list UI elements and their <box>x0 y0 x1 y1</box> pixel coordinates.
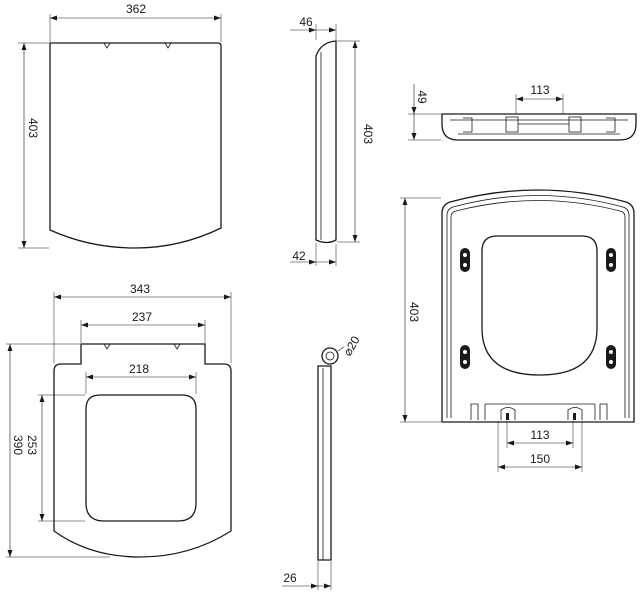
rear-outline <box>441 113 637 141</box>
seat-opening <box>85 394 197 522</box>
hinge-diameter-label: ⌀20 <box>340 333 363 358</box>
buffer-bottom-left <box>460 345 470 369</box>
side-height-label: 403 <box>361 124 375 144</box>
dim-side-bottom-thickness: 42 <box>290 243 337 266</box>
bottom-hinge-spacing-label: 113 <box>530 428 549 442</box>
cover-outline <box>49 42 222 249</box>
dim-seat-opening-length: 253 <box>25 394 85 522</box>
seat-opening-width-label: 218 <box>129 362 149 376</box>
dim-bottom-rear-width: 150 <box>497 421 583 472</box>
cover-top-view <box>49 42 222 249</box>
dim-cover-height: 403 <box>18 42 49 249</box>
cover-width-label: 362 <box>126 2 146 16</box>
rear-hinge-spacing-label: 113 <box>530 83 549 97</box>
dim-seat-hinge-width: 237 <box>80 310 206 343</box>
dim-seat-side-thickness: 26 <box>282 561 332 590</box>
cover-side-view <box>315 40 337 244</box>
seat-side-outline <box>317 365 332 561</box>
dim-bottom-hinge-spacing: 113 <box>506 421 574 448</box>
dim-side-height: 403 <box>337 40 375 243</box>
seat-opening-length-label: 253 <box>25 435 39 455</box>
hinge-pin-outer <box>321 347 339 365</box>
buffer-bottom-right <box>606 345 616 369</box>
seat-length-label: 390 <box>11 435 25 455</box>
side-top-thickness-label: 46 <box>299 15 313 29</box>
dim-side-top-thickness: 46 <box>290 15 337 40</box>
bottom-hinges <box>470 403 608 420</box>
bottom-rear-width-label: 150 <box>530 452 550 466</box>
hinge-pin-inner <box>325 351 335 361</box>
seat-side-thickness-label: 26 <box>283 571 297 585</box>
seat-hinge-width-label: 237 <box>132 310 152 324</box>
seat-top-view <box>53 343 232 558</box>
bottom-inner-opening <box>481 235 598 376</box>
cover-side-outline <box>315 40 337 244</box>
dim-seat-opening-width: 218 <box>85 362 197 394</box>
seat-side-view <box>317 346 345 561</box>
dim-seat-length: 390 <box>6 343 110 558</box>
dim-bottom-height: 403 <box>400 197 441 423</box>
bottom-height-label: 403 <box>407 302 421 322</box>
bottom-view <box>441 189 635 423</box>
seat-outer-width-label: 343 <box>130 282 150 296</box>
cover-notch-right <box>164 42 172 49</box>
buffer-top-left <box>460 248 470 272</box>
cover-height-label: 403 <box>26 118 40 138</box>
rear-height-label: 49 <box>415 90 429 104</box>
side-bottom-thickness-label: 42 <box>292 249 306 263</box>
cover-notch-left <box>103 42 111 49</box>
buffer-top-right <box>606 248 616 272</box>
dim-seat-outer-width: 343 <box>53 282 232 363</box>
dim-rear-height: 49 <box>408 84 441 141</box>
dim-cover-width: 362 <box>49 2 222 42</box>
rear-view <box>441 113 637 141</box>
dim-rear-hinge-spacing: 113 <box>515 83 564 114</box>
